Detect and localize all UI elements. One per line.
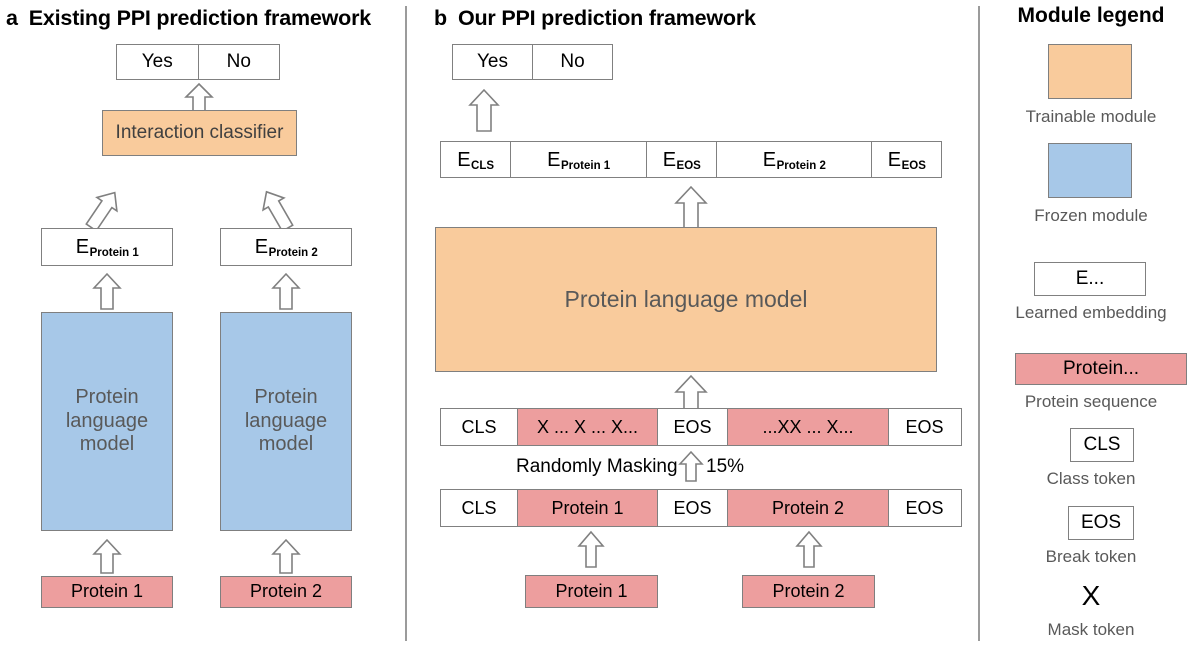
panel-b-masked-cell-protein-2: ...XX ... X... (727, 409, 888, 445)
panel-b-masked-cell-eos-1: EOS (657, 409, 727, 445)
panel-b-letter: b (434, 6, 447, 30)
panel-a-interaction-classifier: Interaction classifier (102, 110, 297, 156)
panel-b-masking-label: Randomly Masking (516, 456, 678, 477)
panel-b-output-yesno[interactable]: Yes No (452, 44, 613, 80)
panel-a-title: Existing PPI prediction framework (28, 6, 372, 30)
panel-a-encoder-2: Protein language model (220, 312, 352, 531)
panel-a-input-1-label: Protein 1 (70, 581, 144, 602)
legend-caption-class-token: Class token (1046, 469, 1136, 488)
panel-b-masked-cell-protein-1: X ... X ... X... (517, 409, 657, 445)
panel-b-token-cell-cls: CLS (461, 497, 497, 518)
arrow-a-classifier-to-output (184, 82, 214, 112)
arrow-b-input2-to-tokens (795, 530, 823, 568)
legend-swatch-class-token: CLS (1070, 428, 1134, 462)
panel-divider-a-b (405, 6, 407, 641)
arrow-b-input1-to-tokens (577, 530, 605, 568)
arrow-b-tokens-to-masked (678, 450, 704, 482)
panel-b-input-protein-2: Protein 2 (742, 575, 875, 608)
legend-swatch-mask-token: X (1081, 580, 1101, 611)
legend-swatch-frozen-module (1048, 143, 1132, 198)
legend-caption-mask-token: Mask token (1047, 620, 1135, 639)
legend-caption-protein-sequence: Protein sequence (1024, 392, 1158, 411)
panel-b-input-2-label: Protein 2 (772, 580, 845, 601)
legend-sample-class-token: CLS (1083, 433, 1121, 455)
panel-b-embedding-cell-eos-1: EEOS (646, 142, 716, 177)
panel-b-embedding-strip: ECLS EProtein 1 EEOS EProtein 2 EEOS (440, 141, 942, 178)
panel-a-classifier-label: Interaction classifier (115, 121, 284, 143)
panel-a-embedding-protein-1: EProtein 1 (41, 228, 173, 266)
panel-a-header: a Existing PPI prediction framework (6, 6, 371, 31)
panel-a-output-no[interactable]: No (197, 45, 280, 79)
panel-a-encoder-1-label: Protein language model (65, 386, 149, 456)
arrow-a-encoder2-to-embedding2 (271, 272, 301, 310)
legend-swatch-break-token: EOS (1068, 506, 1134, 540)
panel-b-masked-strip: CLS X ... X ... X... EOS ...XX ... X... … (440, 408, 962, 446)
arrow-b-model-to-embeddings (674, 185, 708, 229)
legend-title: Module legend (1017, 4, 1165, 27)
legend-caption-learned-embedding: Learned embedding (1015, 303, 1167, 322)
legend-swatch-trainable-module (1048, 44, 1132, 99)
arrow-b-embeddings-to-output (468, 88, 500, 132)
panel-b-token-strip: CLS Protein 1 EOS Protein 2 EOS (440, 489, 962, 527)
panel-a-input-protein-1: Protein 1 (41, 576, 173, 608)
legend-swatch-learned-embedding: E... (1034, 262, 1146, 296)
panel-b-masked-cell-cls: CLS (461, 416, 497, 437)
panel-a-output-yes[interactable]: Yes (141, 51, 173, 72)
arrow-a-embedding1-to-classifier (82, 186, 124, 234)
panel-a-embedding-2-label: EProtein 2 (254, 236, 318, 259)
panel-b-input-protein-1: Protein 1 (525, 575, 658, 608)
panel-a-output-yesno[interactable]: Yes No (116, 44, 280, 80)
panel-a-embedding-protein-2: EProtein 2 (220, 228, 352, 266)
panel-b-protein-language-model: Protein language model (435, 227, 937, 372)
panel-b-token-cell-protein-1: Protein 1 (517, 490, 657, 526)
legend-caption-break-token: Break token (1045, 547, 1137, 566)
panel-b-embedding-cell-protein-1: EProtein 1 (509, 142, 646, 177)
panel-a-encoder-2-label: Protein language model (244, 386, 328, 456)
legend-caption-frozen-module: Frozen module (1034, 206, 1148, 225)
panel-a-embedding-1-label: EProtein 1 (75, 236, 139, 259)
arrow-a-embedding2-to-classifier (256, 186, 298, 234)
legend-swatch-protein-sequence: Protein... (1015, 353, 1187, 385)
arrow-a-encoder1-to-embedding1 (92, 272, 122, 310)
panel-b-input-1-label: Protein 1 (555, 580, 628, 601)
panel-a-input-2-label: Protein 2 (249, 581, 323, 602)
panel-a-letter: a (6, 6, 18, 30)
panel-b-embedding-cell-eos-2: EEOS (871, 142, 941, 177)
legend-sample-break-token: EOS (1080, 511, 1122, 533)
panel-b-title: Our PPI prediction framework (457, 6, 756, 30)
arrow-a-input1-to-encoder1 (92, 538, 122, 574)
panel-b-token-cell-protein-2: Protein 2 (727, 490, 888, 526)
panel-b-model-label: Protein language model (564, 285, 808, 312)
legend-sample-learned-embedding: E... (1075, 267, 1105, 289)
legend-caption-trainable-module: Trainable module (1025, 107, 1157, 126)
arrow-a-input2-to-encoder2 (271, 538, 301, 574)
panel-b-token-cell-eos-2: EOS (888, 490, 960, 526)
panel-b-embedding-cell-protein-2: EProtein 2 (715, 142, 871, 177)
panel-b-output-yes[interactable]: Yes (477, 51, 508, 72)
panel-b-embedding-cell-cls: ECLS (457, 148, 495, 172)
panel-a-encoder-1: Protein language model (41, 312, 173, 531)
legend-sample-protein-sequence: Protein... (1062, 357, 1140, 379)
panel-b-token-cell-eos-1: EOS (657, 490, 727, 526)
panel-b-header: b Our PPI prediction framework (434, 6, 756, 31)
panel-a-input-protein-2: Protein 2 (220, 576, 352, 608)
panel-divider-b-legend (978, 6, 980, 641)
panel-b-masked-cell-eos-2: EOS (888, 409, 960, 445)
panel-b-output-no[interactable]: No (532, 45, 612, 79)
panel-b-masking-rate: 15% (706, 456, 745, 477)
